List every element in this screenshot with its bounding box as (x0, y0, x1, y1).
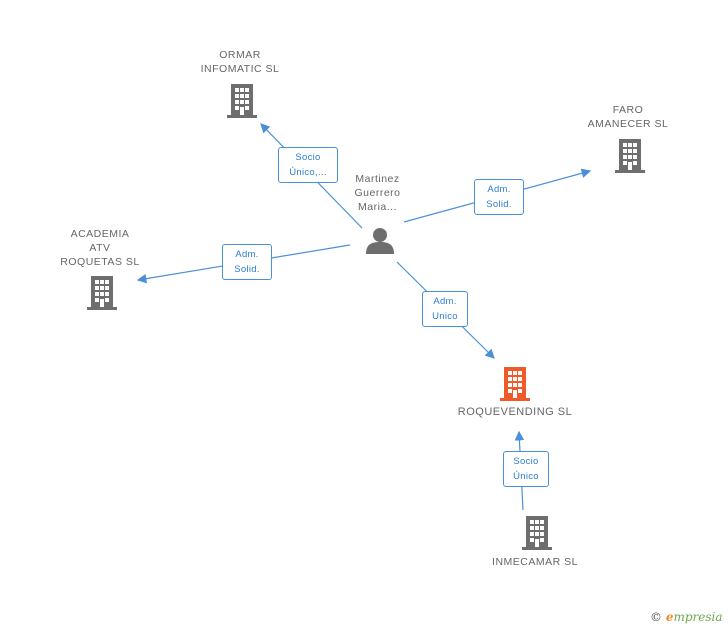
copyright-symbol: © (650, 610, 662, 624)
company-label-ormar[interactable]: ORMAR INFOMATIC SL (200, 49, 280, 75)
building-icon[interactable] (522, 516, 552, 550)
building-icon[interactable] (500, 367, 530, 401)
edge-label-inmecamar: Socio Único (503, 451, 549, 487)
edge-label-to-faro: Adm. Solid. (474, 179, 524, 215)
company-label-faro[interactable]: FARO AMANECER SL (587, 104, 669, 130)
building-icon[interactable] (615, 139, 645, 173)
person-label[interactable]: Martinez Guerrero Maria... (354, 173, 401, 213)
brand-name: mpresia (673, 610, 723, 624)
empresia-logo: © empresia (650, 610, 723, 624)
company-label-roquevending[interactable]: ROQUEVENDING SL (457, 406, 573, 418)
company-label-inmecamar[interactable]: INMECAMAR SL (492, 556, 578, 568)
person-icon[interactable] (366, 228, 394, 254)
building-icon[interactable] (87, 276, 117, 310)
brand-e: e (665, 610, 674, 624)
edge-label-to-ormar: Socio Único,... (278, 147, 338, 183)
company-label-academia[interactable]: ACADEMIA ATV ROQUETAS SL (60, 228, 140, 268)
edge-label-to-roquevending: Adm. Unico (422, 291, 468, 327)
building-icon[interactable] (227, 84, 257, 118)
edge-label-to-academia: Adm. Solid. (222, 244, 272, 280)
